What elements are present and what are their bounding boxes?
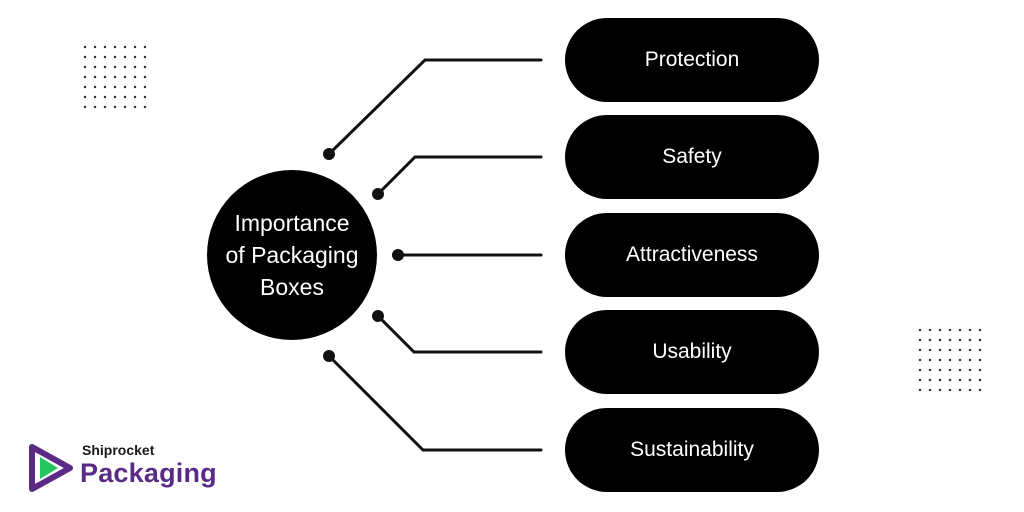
brand-name-small: Shiprocket [82, 442, 155, 458]
item-node-attractiveness: Attractiveness [565, 213, 819, 297]
connector-dot-sustainability [323, 350, 335, 362]
item-node-label: Protection [644, 48, 740, 71]
dot-pattern-top-left [80, 42, 152, 108]
brand-name-large: Packaging [80, 458, 217, 488]
item-node-safety: Safety [565, 115, 819, 199]
connector-dot-protection [323, 148, 335, 160]
item-node-label: Attractiveness [626, 243, 758, 266]
item-node-sustainability: Sustainability [565, 408, 819, 492]
center-node: Importance of Packaging Boxes [207, 170, 377, 340]
connector-safety [376, 155, 543, 196]
connector-dot-safety [372, 188, 384, 200]
connector-sustainability [327, 354, 543, 452]
connector-protection [327, 58, 543, 156]
connector-dot-usability [372, 310, 384, 322]
item-node-usability: Usability [565, 310, 819, 394]
item-node-label: Safety [662, 145, 722, 168]
dot-pattern-bottom-right [915, 325, 987, 395]
item-node-protection: Protection [565, 18, 819, 102]
item-node-label: Sustainability [630, 438, 754, 461]
connector-dot-attractiveness [392, 249, 404, 261]
connector-usability [376, 314, 543, 354]
play-triangle-logo-icon [29, 444, 73, 492]
center-node-label: Importance of Packaging Boxes [225, 210, 359, 300]
item-node-label: Usability [652, 340, 732, 363]
